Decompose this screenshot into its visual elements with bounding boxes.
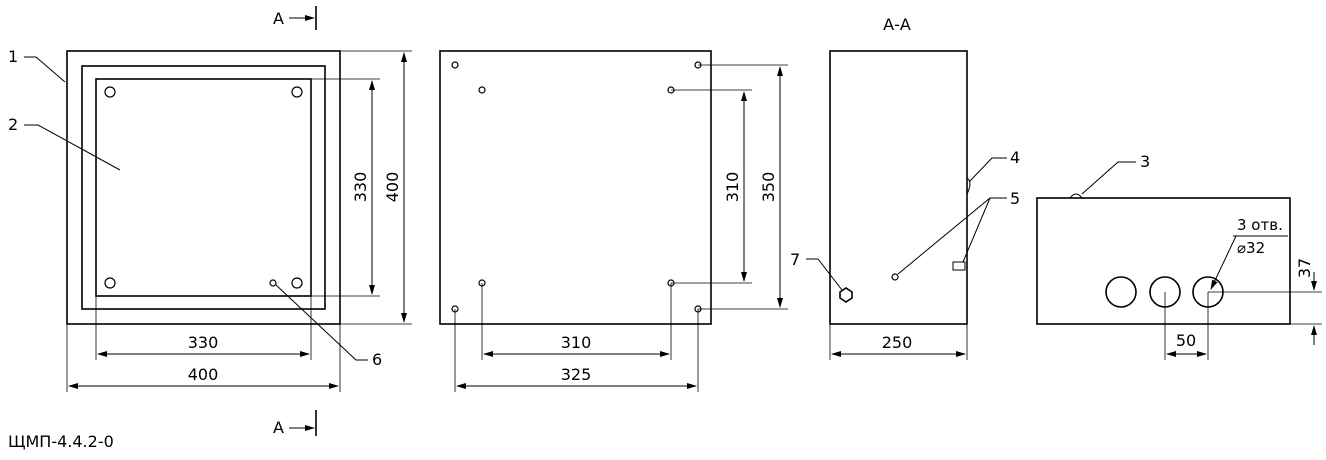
callout-1: 1 bbox=[8, 47, 18, 66]
cable-entry-hole bbox=[1105, 276, 1137, 308]
hinge-bottom bbox=[1069, 193, 1083, 199]
section-marker-top: А bbox=[273, 9, 284, 28]
side-view: А-А 250 4 5 7 bbox=[790, 15, 1020, 360]
dim-hole-spacing: 50 bbox=[1176, 331, 1196, 350]
mount-hole bbox=[451, 61, 459, 69]
dim-front-outer-height: 400 bbox=[383, 172, 402, 203]
callout-2: 2 bbox=[8, 115, 18, 134]
rear-view: 310 325 310 350 bbox=[439, 50, 788, 392]
section-title: А-А bbox=[883, 15, 911, 34]
dim-rear-hole-width-outer: 325 bbox=[561, 365, 592, 384]
hole-diameter-label: ⌀32 bbox=[1237, 239, 1265, 257]
side-body bbox=[829, 50, 968, 325]
front-view: 330 400 330 400 А А 1 2 6 ЩМП-4.4.2-0 bbox=[8, 6, 412, 451]
section-marker-bottom: А bbox=[273, 418, 284, 437]
bottom-view: 3 3 отв. ⌀32 50 37 bbox=[1036, 152, 1322, 360]
side-stud bbox=[891, 273, 899, 281]
mount-hole bbox=[478, 86, 486, 94]
enclosure-outer-frame bbox=[66, 50, 341, 325]
dim-front-inner-width: 330 bbox=[188, 333, 219, 352]
callout-7: 7 bbox=[790, 250, 800, 269]
dim-front-outer-width: 400 bbox=[188, 365, 219, 384]
panel-hole bbox=[291, 277, 303, 289]
dim-rear-hole-width-inner: 310 bbox=[561, 333, 592, 352]
callout-6: 6 bbox=[372, 350, 382, 369]
cable-gland bbox=[839, 287, 853, 303]
door-frame bbox=[81, 65, 326, 310]
bottom-body bbox=[1036, 197, 1291, 325]
dim-rear-hole-height-outer: 350 bbox=[759, 172, 778, 203]
hinge bbox=[966, 177, 971, 195]
dim-front-inner-height: 330 bbox=[351, 172, 370, 203]
panel-hole bbox=[291, 86, 303, 98]
dim-rear-hole-height-inner: 310 bbox=[723, 172, 742, 203]
mounting-panel bbox=[95, 78, 312, 297]
ground-stud bbox=[269, 279, 277, 287]
callout-4: 4 bbox=[1010, 148, 1020, 167]
callout-5: 5 bbox=[1010, 189, 1020, 208]
panel-hole bbox=[104, 277, 116, 289]
dim-hole-edge: 37 bbox=[1295, 258, 1314, 278]
callout-3: 3 bbox=[1140, 152, 1150, 171]
model-label: ЩМП-4.4.2-0 bbox=[8, 432, 114, 451]
lock bbox=[952, 261, 966, 271]
dim-side-depth: 250 bbox=[882, 333, 913, 352]
hole-count-label: 3 отв. bbox=[1237, 216, 1283, 234]
rear-panel bbox=[439, 50, 712, 325]
panel-hole bbox=[104, 86, 116, 98]
